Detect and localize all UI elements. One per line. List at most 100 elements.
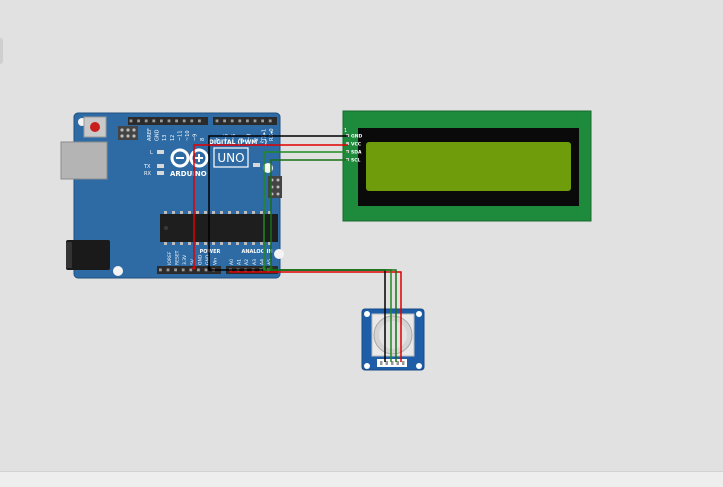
wire-vcc-lcd[interactable] <box>193 144 348 268</box>
power-jack <box>66 240 110 270</box>
power-led <box>253 163 260 167</box>
header-pin[interactable] <box>137 119 140 123</box>
power-pin-label: RESET <box>175 250 181 265</box>
wire-endpoints <box>192 266 273 270</box>
power-header <box>157 266 221 274</box>
analog-pin-label: A1 <box>237 259 243 265</box>
mounting-hole <box>274 249 284 259</box>
digital-pin-label: 2 <box>254 138 260 141</box>
lcd-screen <box>366 142 571 191</box>
digital-pin-label: 7 <box>216 138 222 141</box>
wire-encoder-vcc[interactable] <box>229 270 402 362</box>
digital-pin-label: RX◂0 <box>269 128 275 141</box>
header-pin[interactable] <box>166 268 170 272</box>
header-pin[interactable] <box>246 119 249 123</box>
header-pin[interactable] <box>167 119 171 123</box>
header-pin[interactable] <box>261 119 264 123</box>
encoder-pin[interactable] <box>402 361 405 365</box>
header-pin[interactable] <box>144 119 148 123</box>
lcd-pin-label: SCL <box>351 158 361 164</box>
arduino-logo-icon <box>170 148 209 168</box>
header-pin[interactable] <box>129 119 133 123</box>
encoder-pin[interactable] <box>396 361 400 365</box>
power-pin-label: IOREF <box>167 251 173 265</box>
wire-encoder-gnd[interactable] <box>208 268 386 362</box>
header-pin[interactable] <box>198 119 201 123</box>
header-pin[interactable] <box>181 268 185 272</box>
header-pin[interactable] <box>223 119 226 123</box>
analog-pin-label: A3 <box>252 259 258 265</box>
bottom-status-bar <box>0 471 723 487</box>
wire-gnd-lcd[interactable] <box>208 135 348 268</box>
encoder-pin[interactable] <box>385 361 389 365</box>
digital-pin-label: GND <box>155 129 161 141</box>
usb-port <box>60 141 108 180</box>
header-pin[interactable] <box>204 268 208 272</box>
lcd-pin-label: GND <box>351 134 362 140</box>
header-pin[interactable] <box>175 119 178 123</box>
header-pin[interactable] <box>174 268 177 272</box>
atmega-chip <box>160 214 278 242</box>
header-pin[interactable] <box>189 268 193 272</box>
digital-pin-label: 13 <box>162 135 168 141</box>
lcd-pin-label: SDA <box>351 150 362 156</box>
header-pin[interactable] <box>160 119 163 123</box>
analog-pin-label: A4 <box>259 259 265 265</box>
power-pin-label: GND <box>205 254 211 265</box>
analog-pin-label: A0 <box>229 259 235 265</box>
lcd1602-i2c-display[interactable]: 1 GND VCC SDA SCL <box>342 110 592 222</box>
power-pin-label: 5V <box>190 258 196 265</box>
power-pin-label: 3.3V <box>182 254 188 265</box>
reset-button-cap[interactable] <box>90 122 100 132</box>
encoder-pin[interactable] <box>380 361 383 365</box>
rotary-encoder-module[interactable] <box>361 308 425 371</box>
analog-pin-label: A5 <box>267 259 273 265</box>
icsp-header <box>118 126 138 140</box>
digital-pin-label: ~9 <box>193 134 199 141</box>
digital-pin-label: ~6 <box>224 134 230 141</box>
l-led <box>157 150 164 154</box>
tx-led-label: TX <box>143 164 151 170</box>
digital-pin-label: ~10 <box>185 130 191 141</box>
digital-header-label: DIGITAL (PWM ~) <box>209 139 267 146</box>
digital-pin-label: 12 <box>170 135 176 141</box>
rx-led <box>157 171 164 175</box>
mounting-hole <box>113 266 123 276</box>
header-pin[interactable] <box>197 268 200 272</box>
wire-sda-lcd[interactable] <box>263 151 348 268</box>
power-pin-label: Vin <box>213 258 219 265</box>
digital-pin-label: ~3 <box>246 134 252 141</box>
sidebar-collapse-tab[interactable] <box>0 38 3 64</box>
header-pin[interactable] <box>268 119 272 123</box>
power-pin-label: GND <box>197 254 203 265</box>
encoder-pin[interactable] <box>391 361 394 365</box>
digital-pin-label: 4 <box>239 138 245 141</box>
rx-led-label: RX <box>144 171 151 177</box>
lcd-pin1-label: 1 <box>344 128 347 134</box>
digital-pin-label: AREF <box>147 128 153 141</box>
header-pin[interactable] <box>215 119 219 123</box>
header-pin[interactable] <box>190 119 194 123</box>
lcd-pin-label: VCC <box>351 142 362 148</box>
brand-label: ARDUINO <box>170 170 207 178</box>
tx-led <box>157 164 164 168</box>
model-label: UNO <box>217 151 244 165</box>
header-pin[interactable] <box>159 268 162 272</box>
wire-scl-lcd[interactable] <box>270 159 348 268</box>
header-pin[interactable] <box>253 119 257 123</box>
power-header-label: POWER <box>200 249 221 255</box>
header-pin[interactable] <box>238 119 242 123</box>
lcd-pin[interactable] <box>346 142 349 145</box>
on-label: ON <box>263 164 271 170</box>
digital-pin-label: ~5 <box>231 134 237 141</box>
icsp2-header <box>268 176 282 198</box>
digital-pin-label: ~11 <box>177 130 183 141</box>
header-pin[interactable] <box>182 119 186 123</box>
digital-pin-label: 8 <box>200 138 206 141</box>
l-led-label: L <box>150 150 153 156</box>
header-pin[interactable] <box>230 119 234 123</box>
header-pin[interactable] <box>152 119 156 123</box>
analog-header-label: ANALOG IN <box>241 249 272 255</box>
